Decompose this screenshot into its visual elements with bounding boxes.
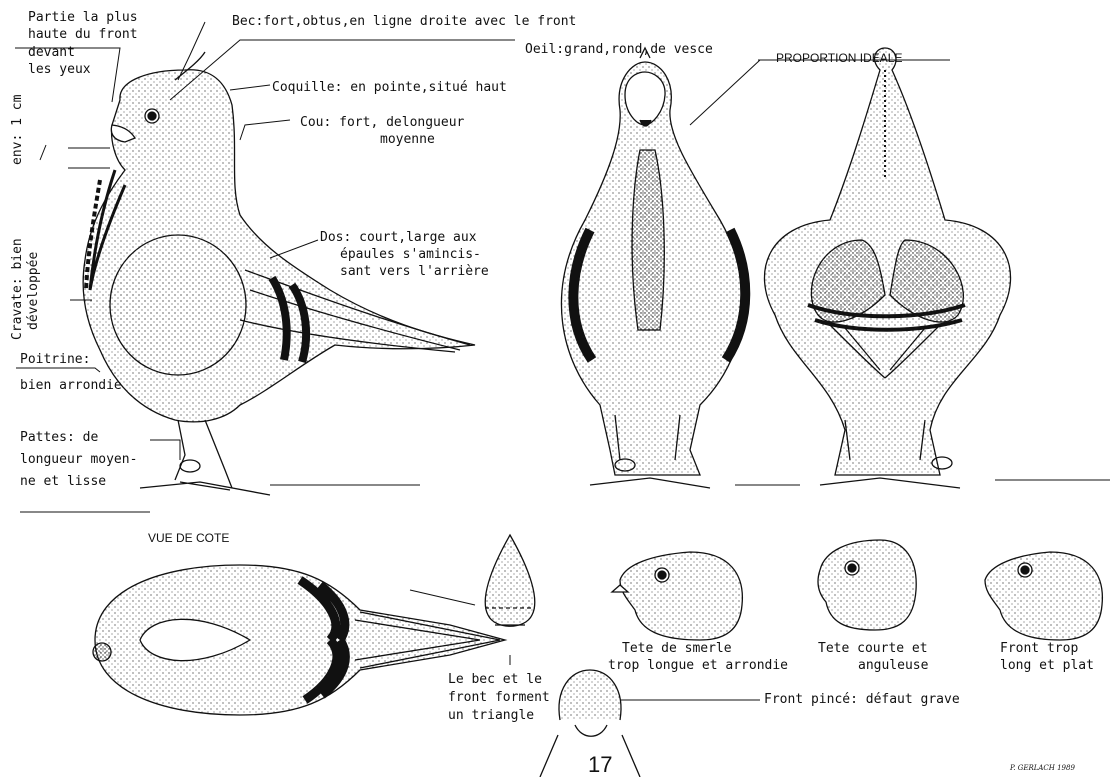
pinched-front-head — [559, 670, 621, 720]
label-dos-3: sant vers l'arrière — [340, 264, 489, 280]
label-env: env: 1 cm — [10, 95, 25, 165]
label-tete2-1: Tete courte et — [818, 641, 928, 657]
label-partie-1: Partie la plus — [28, 10, 138, 26]
label-pattes-1: Pattes: de — [20, 430, 98, 446]
fault-heads — [612, 540, 1102, 640]
label-dos-1: Dos: court,large aux — [320, 230, 477, 246]
label-poitrine-1: Poitrine: — [20, 352, 90, 368]
label-tete2-2: anguleuse — [858, 658, 928, 674]
label-dos-2: épaules s'amincis- — [340, 247, 481, 263]
label-tete1-2: trop longue et arrondie — [608, 658, 788, 674]
label-pince: Front pincé: défaut grave — [764, 692, 960, 708]
label-partie-2: haute du front — [28, 27, 138, 43]
label-bec: Bec:fort,obtus,en ligne droite avec le f… — [232, 14, 576, 30]
label-vue: VUE DE COTE — [148, 530, 229, 546]
label-poitrine-2: bien arrondie — [20, 378, 122, 394]
label-cou-2: moyenne — [380, 132, 435, 148]
label-coquille: Coquille: en pointe,situé haut — [272, 80, 507, 96]
front-view-pigeon — [561, 48, 745, 488]
top-view-pigeon — [93, 565, 505, 715]
label-triangle-2: front forment — [448, 690, 550, 706]
back-view-pigeon — [764, 48, 1010, 488]
label-tete1-1: Tete de smerle — [622, 641, 732, 657]
label-tete3-1: Front trop — [1000, 641, 1078, 657]
label-pattes-3: ne et lisse — [20, 474, 106, 490]
label-tete3-2: long et plat — [1000, 658, 1094, 674]
label-partie-3: devant — [28, 45, 75, 61]
label-triangle-3: un triangle — [448, 708, 534, 724]
label-partie-4: les yeux — [28, 62, 91, 78]
label-pattes-2: longueur moyen- — [20, 452, 137, 468]
triangle-head — [485, 535, 535, 626]
label-cravate-1: Cravate: bien — [10, 238, 25, 340]
label-cravate-2: développée — [26, 252, 41, 330]
page-number: 17 — [588, 752, 612, 777]
label-cou-1: Cou: fort, delongueur — [300, 115, 464, 131]
label-oeil: Oeil:grand,rond,de vesce — [525, 42, 713, 58]
label-triangle-1: Le bec et le — [448, 672, 542, 688]
label-proportion: PROPORTION IDEALE — [776, 50, 902, 66]
artist-signature: P. GERLACH 1989 — [1010, 764, 1075, 772]
